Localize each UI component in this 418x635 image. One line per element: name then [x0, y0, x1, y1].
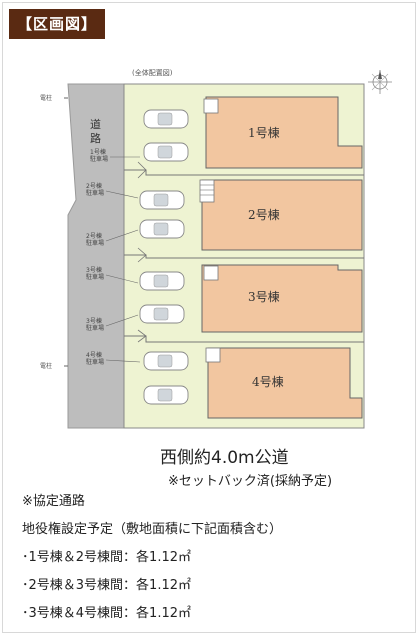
- parking-label-4a: 3号棟: [86, 266, 102, 274]
- plan-caption: (全体配置図): [132, 68, 173, 77]
- passage-arrow-2: [137, 247, 147, 263]
- parking-label-3a: 2号棟: [86, 232, 102, 240]
- entry-box-4: [205, 347, 221, 363]
- entry-box-1: [203, 98, 219, 114]
- car-4: [139, 219, 185, 239]
- house-2: [201, 179, 363, 251]
- parking-label-2b: 駐車場: [86, 189, 104, 197]
- notes-line-1: 地役権設定予定（敷地面積に下記面積含む）: [22, 522, 283, 537]
- house-label-1: 1号棟: [248, 125, 280, 140]
- road-label-1: 道: [90, 117, 101, 131]
- house-3: [201, 264, 363, 333]
- lot-divider-2: [124, 254, 364, 259]
- parking-label-1a: 1号棟: [90, 148, 106, 156]
- car-5: [139, 271, 185, 291]
- parking-label-5a: 3号棟: [86, 317, 102, 325]
- road-caption: 西側約4.0m公道: [160, 448, 289, 468]
- parking-label-1b: 駐車場: [90, 155, 108, 163]
- notes-item-3: ･3号棟＆4号棟間：各1.12㎡: [22, 606, 191, 621]
- house-label-2: 2号棟: [248, 207, 280, 222]
- parking-label-2a: 2号棟: [86, 182, 102, 190]
- entry-box-3: [203, 265, 219, 281]
- car-3: [139, 190, 185, 210]
- passage-arrow-1: [137, 161, 147, 179]
- road-marker-bottom: 電柱: [40, 362, 52, 370]
- notes-item-2: ･2号棟＆3号棟間：各1.12㎡: [22, 578, 191, 593]
- road-label-2: 路: [90, 132, 101, 145]
- car-8: [143, 385, 189, 405]
- setback-caption: ※セットバック済(採納予定): [168, 474, 333, 489]
- parking-label-4b: 駐車場: [86, 273, 104, 281]
- car-2: [143, 142, 189, 162]
- lot-divider-3: [124, 335, 364, 343]
- site-plan: (全体配置図) 電柱 電柱 道 路: [40, 68, 392, 429]
- house-label-4: 4号棟: [252, 374, 284, 389]
- parking-label-6a: 4号棟: [86, 351, 102, 359]
- parking-label-6b: 駐車場: [86, 358, 104, 366]
- notes-heading: ※協定通路: [22, 494, 85, 509]
- passage-arrow-3: [137, 329, 147, 343]
- road-marker-top: 電柱: [40, 94, 52, 102]
- lot-divider-1: [124, 169, 364, 176]
- parking-label-5b: 駐車場: [86, 324, 104, 332]
- house-4: [207, 347, 363, 419]
- parking-label-3b: 駐車場: [86, 239, 104, 247]
- notes-item-1: ･1号棟＆2号棟間：各1.12㎡: [22, 550, 191, 565]
- entry-steps-2: [199, 179, 215, 203]
- compass-icon: [368, 70, 392, 94]
- car-1: [143, 109, 189, 129]
- page-title: 【区画図】: [9, 9, 106, 39]
- car-7: [143, 351, 189, 371]
- house-label-3: 3号棟: [248, 289, 280, 304]
- car-6: [139, 304, 185, 324]
- house-1: [205, 96, 363, 169]
